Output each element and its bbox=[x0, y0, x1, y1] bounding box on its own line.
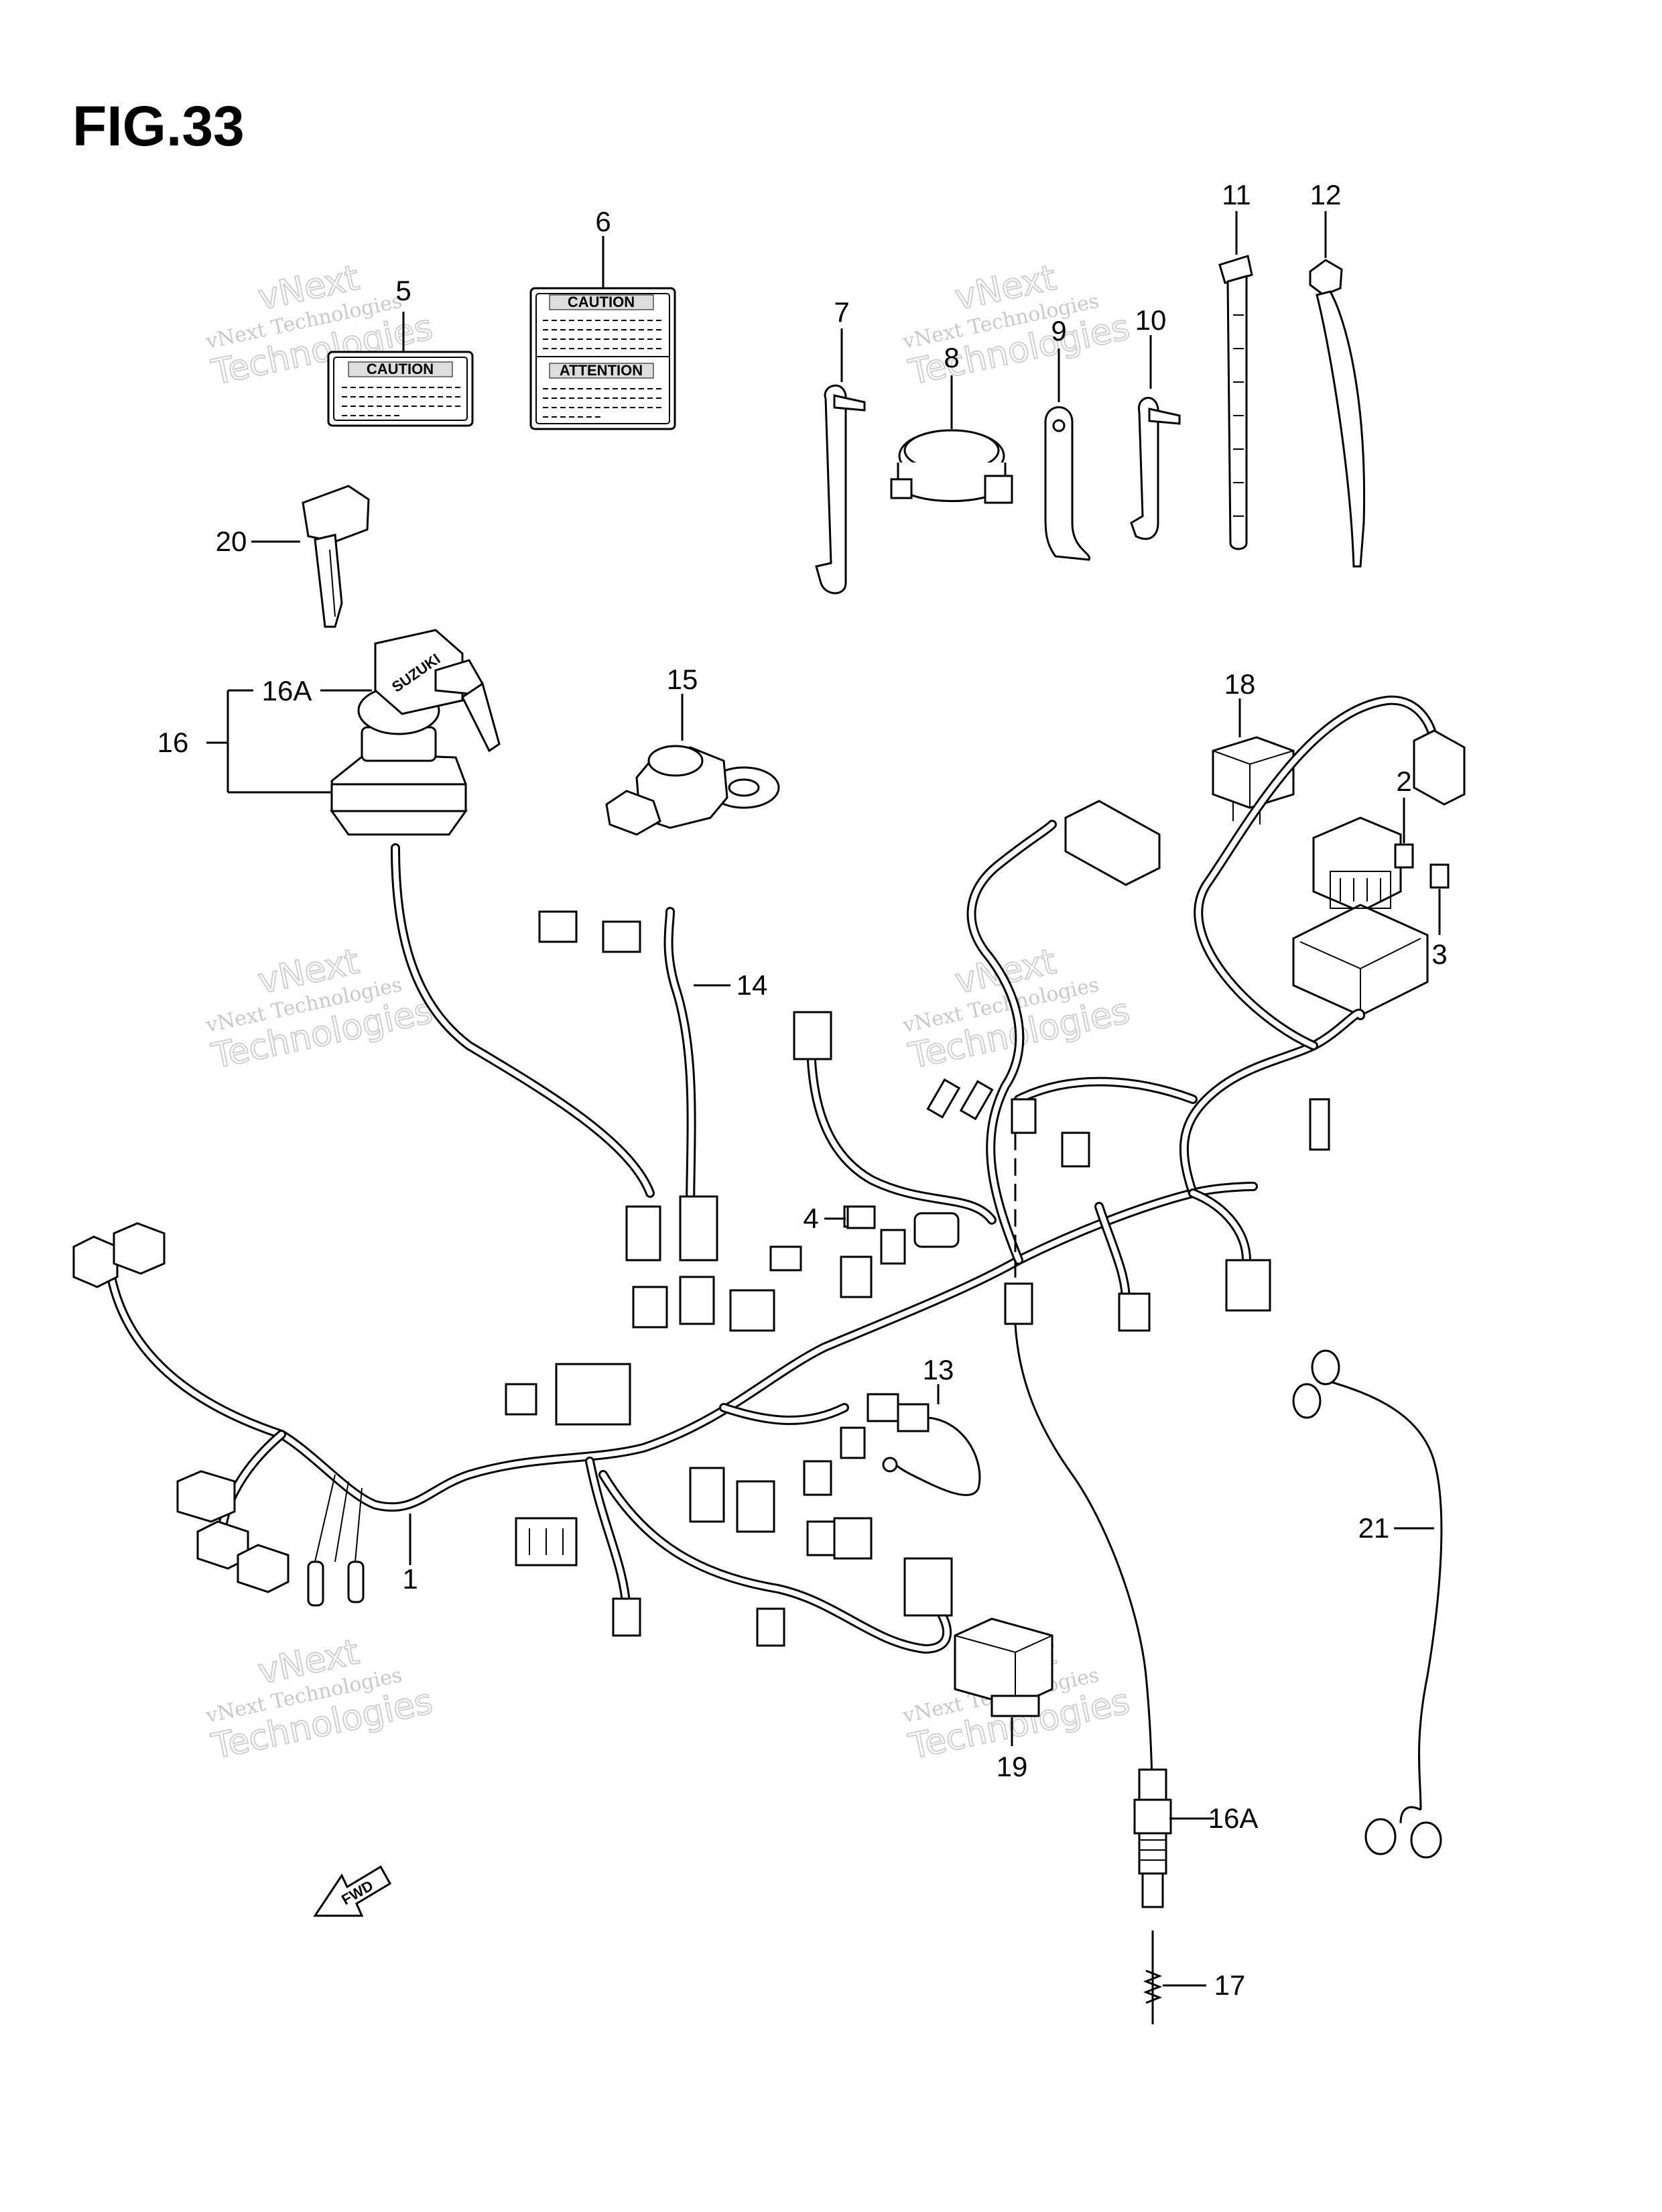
part-16-ignition-switch: SUZUKI bbox=[330, 629, 501, 836]
callout-17: 16A bbox=[1208, 1802, 1259, 1834]
part-4-connector bbox=[846, 1205, 876, 1229]
callout-10: 10 bbox=[1135, 304, 1167, 336]
callout-8: 8 bbox=[944, 342, 959, 373]
callout-16a: 16A bbox=[262, 675, 312, 706]
watermark: vNext vNext Technologies Technologies bbox=[900, 257, 1133, 394]
part-11-cable-tie bbox=[1218, 255, 1253, 550]
callout-16: 16 bbox=[157, 727, 189, 758]
part-2-fuse bbox=[1394, 843, 1450, 889]
callout-19: 18 bbox=[1224, 668, 1256, 700]
callout-7: 7 bbox=[834, 296, 849, 328]
callout-22: 21 bbox=[1358, 1512, 1390, 1544]
part-8-band-clamp bbox=[890, 429, 1013, 504]
callout-11: 11 bbox=[1222, 179, 1251, 210]
callout-6: 6 bbox=[595, 206, 611, 237]
part-9-strap-clamp bbox=[1044, 406, 1090, 561]
part-16-leader bbox=[206, 689, 372, 794]
part-15-switch bbox=[605, 745, 780, 836]
callout-5: 5 bbox=[395, 275, 411, 306]
callout-12: 12 bbox=[1310, 179, 1342, 210]
callout-4: 4 bbox=[803, 1203, 818, 1234]
callout-13: 13 bbox=[923, 1354, 954, 1386]
part-12-cable-tie-mount bbox=[1309, 259, 1366, 568]
callout-15: 15 bbox=[667, 664, 698, 695]
watermark: vNext vNext Technologies Technologies bbox=[203, 941, 436, 1078]
attention-label: ATTENTION bbox=[560, 362, 643, 379]
part-7-clamp bbox=[815, 384, 866, 595]
part-18-spring bbox=[1143, 1930, 1163, 2024]
part-10-clamp bbox=[1130, 397, 1181, 540]
part-1-wiring-harness bbox=[106, 695, 1439, 1654]
part-21-key bbox=[302, 485, 370, 628]
callout-20: 19 bbox=[997, 1751, 1028, 1782]
callout-9: 9 bbox=[1051, 315, 1066, 347]
callout-2: 2 bbox=[1396, 765, 1411, 797]
callout-1: 1 bbox=[402, 1563, 418, 1595]
fwd-arrow: FWD bbox=[313, 1865, 392, 1917]
callout-3: 3 bbox=[1431, 938, 1447, 970]
part-5-caution-decal: CAUTION bbox=[327, 351, 474, 427]
part-6-caution-attention-decal: CAUTION ATTENTION bbox=[529, 287, 676, 430]
callout-14: 14 bbox=[737, 969, 768, 1001]
harness-connectors bbox=[72, 729, 1466, 1647]
callout-18: 17 bbox=[1214, 1969, 1246, 2001]
caution-label: CAUTION bbox=[367, 361, 434, 377]
part-13-ground-wire bbox=[882, 1403, 981, 1496]
watermark: vNext vNext Technologies Technologies bbox=[203, 1632, 436, 1768]
caution-label: CAUTION bbox=[568, 294, 635, 310]
part-22-cable bbox=[1292, 1349, 1443, 1859]
part-17-sensor bbox=[1004, 1282, 1172, 1908]
part-20-module bbox=[954, 1617, 1053, 1717]
part-3-fuse-box bbox=[1292, 816, 1429, 1017]
figure-title: FIG.33 bbox=[72, 95, 245, 158]
callout-21: 20 bbox=[216, 526, 247, 557]
